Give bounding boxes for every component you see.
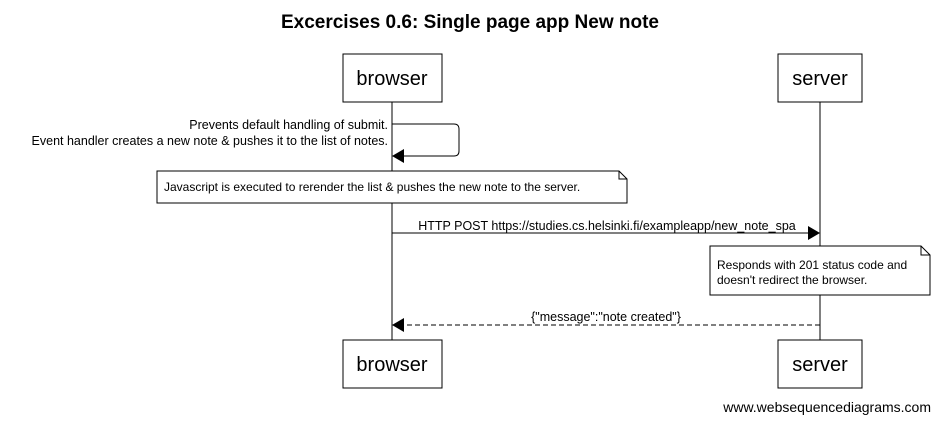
server-actor-bottom-label: server	[792, 354, 848, 376]
browser-actor-top: browser	[342, 53, 443, 103]
server-note-text-line2: doesn't redirect the browser.	[717, 273, 867, 287]
server-note-text-line1: Responds with 201 status code and	[717, 258, 907, 272]
server-actor-bottom: server	[777, 339, 863, 389]
browser-note-text: Javascript is executed to rerender the l…	[164, 180, 580, 194]
response-message-arrowhead	[392, 318, 404, 332]
self-message-arrowhead	[392, 149, 404, 163]
server-actor-top: server	[777, 53, 863, 103]
diagram-title: Excercises 0.6: Single page app New note	[281, 12, 659, 33]
response-message-label: {"message":"note created"}	[531, 310, 681, 324]
response-message: {"message":"note created"}	[392, 310, 820, 332]
browser-actor-bottom: browser	[342, 339, 443, 389]
post-message-arrowhead	[808, 226, 820, 240]
browser-actor-top-label: browser	[356, 68, 427, 90]
post-message-label: HTTP POST https://studies.cs.helsinki.fi…	[418, 219, 796, 233]
self-message-label-line1: Prevents default handling of submit.	[189, 118, 388, 132]
server-note: Responds with 201 status code and doesn'…	[709, 245, 931, 296]
self-message-label-line2: Event handler creates a new note & pushe…	[32, 134, 388, 148]
post-message: HTTP POST https://studies.cs.helsinki.fi…	[392, 219, 820, 240]
footer-credit: www.websequencediagrams.com	[722, 399, 931, 415]
browser-note: Javascript is executed to rerender the l…	[156, 170, 628, 204]
server-actor-top-label: server	[792, 68, 848, 90]
self-message: Prevents default handling of submit. Eve…	[32, 118, 460, 163]
browser-actor-bottom-label: browser	[356, 354, 427, 376]
